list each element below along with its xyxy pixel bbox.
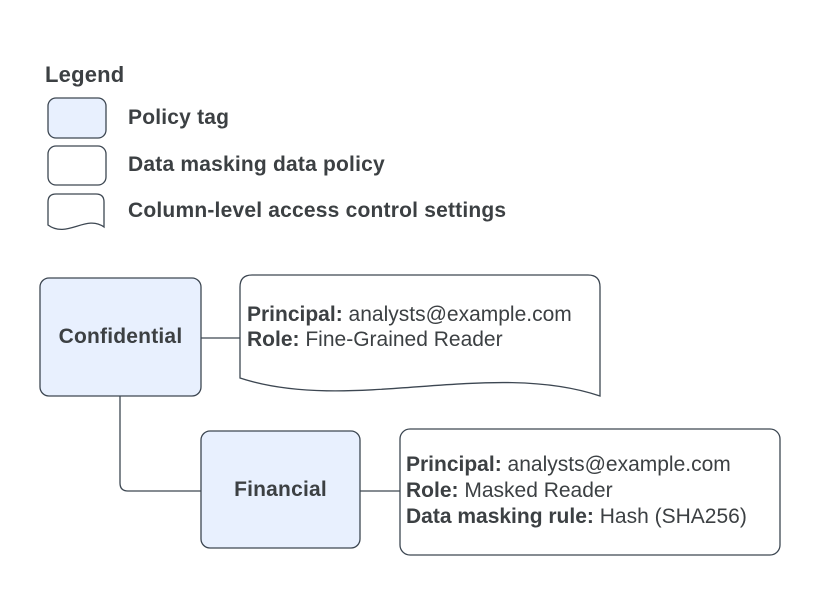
principal-label: Principal: (406, 453, 502, 476)
masking-policy-rule-line: Data masking rule: Hash (SHA256) (406, 504, 747, 530)
confidential-node-shape (39, 277, 202, 397)
principal-value: analysts@example.com (507, 453, 731, 476)
masking-policy-principal-line: Principal: analysts@example.com (406, 452, 747, 478)
connector-confidential-to-financial (119, 396, 201, 492)
financial-node-shape (200, 430, 361, 549)
role-value: Masked Reader (464, 479, 613, 502)
legend-data-masking-policy-swatch (47, 145, 107, 186)
financial-node-label: Financial (201, 431, 360, 548)
legend-item-column-access-settings: Column-level access control settings (128, 199, 507, 222)
principal-value: analysts@example.com (348, 303, 572, 326)
principal-label: Principal: (247, 303, 343, 326)
role-value: Fine-Grained Reader (305, 328, 503, 351)
access-settings-role-line: Role: Fine-Grained Reader (247, 327, 572, 352)
masking-policy-box-shape (399, 428, 781, 556)
legend-title: Legend (45, 62, 125, 87)
access-settings-principal-line: Principal: analysts@example.com (247, 302, 572, 327)
financial-node-text: Financial (234, 477, 327, 501)
legend-column-access-settings-swatch (47, 193, 105, 231)
legend-policy-tag-swatch (47, 97, 107, 139)
masking-policy-role-line: Role: Masked Reader (406, 478, 747, 504)
role-label: Role: (406, 479, 459, 502)
access-settings-text: Principal: analysts@example.com Role: Fi… (247, 302, 572, 352)
masking-policy-text: Principal: analysts@example.com Role: Ma… (406, 452, 747, 530)
role-label: Role: (247, 328, 300, 351)
legend-item-policy-tag: Policy tag (128, 106, 230, 129)
data-masking-rule-value: Hash (SHA256) (599, 505, 747, 528)
confidential-node-text: Confidential (58, 325, 183, 348)
legend-item-data-masking-policy: Data masking data policy (128, 153, 385, 176)
access-settings-document-shape (239, 274, 601, 397)
data-masking-rule-label: Data masking rule: (406, 505, 594, 528)
confidential-node-label: Confidential (40, 278, 201, 396)
